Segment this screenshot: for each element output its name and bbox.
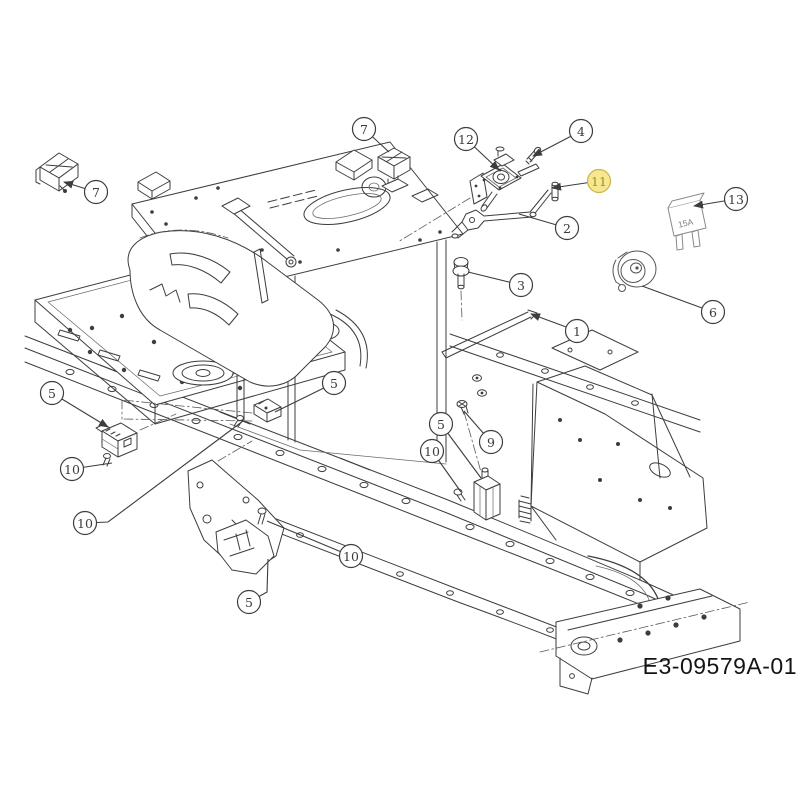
callout-circle-10[interactable] bbox=[59, 456, 85, 482]
part-control-rod[interactable] bbox=[451, 181, 559, 239]
part-knob[interactable] bbox=[612, 250, 657, 292]
callout-12[interactable]: 12 bbox=[453, 126, 500, 171]
callout-circle-11[interactable] bbox=[586, 168, 612, 194]
callout-7[interactable]: 7 bbox=[63, 179, 109, 205]
frame-rear-rail bbox=[449, 333, 701, 433]
callout-5[interactable]: 5 bbox=[39, 380, 109, 428]
callout-13[interactable]: 13 bbox=[693, 186, 749, 212]
assembly-axis-lines bbox=[121, 197, 751, 653]
callout-number-2: 2 bbox=[563, 221, 571, 236]
callout-number-9: 9 bbox=[487, 435, 495, 450]
frame-steering-bracket bbox=[127, 229, 334, 387]
callout-1[interactable]: 1 bbox=[530, 313, 590, 344]
callout-10[interactable]: 10 bbox=[266, 520, 364, 569]
part-switch-top[interactable] bbox=[377, 147, 411, 193]
callout-2[interactable]: 2 bbox=[518, 213, 580, 241]
callout-10[interactable]: 10 bbox=[72, 420, 244, 536]
callout-number-12: 12 bbox=[458, 132, 474, 147]
callout-number-4: 4 bbox=[577, 124, 585, 139]
callout-5[interactable]: 5 bbox=[428, 411, 482, 479]
callout-number-10: 10 bbox=[64, 462, 80, 477]
callout-circle-10[interactable] bbox=[419, 438, 445, 464]
frame-right-structure bbox=[530, 329, 708, 645]
callout-circle-10[interactable] bbox=[338, 543, 364, 569]
callout-number-5: 5 bbox=[330, 376, 338, 391]
part-fuse[interactable]: 15A bbox=[667, 192, 707, 251]
callout-circle-6[interactable] bbox=[700, 299, 726, 325]
callout-circle-10[interactable] bbox=[72, 510, 98, 536]
callout-number-10: 10 bbox=[77, 516, 93, 531]
callout-number-5: 5 bbox=[245, 595, 253, 610]
callout-number-11: 11 bbox=[591, 174, 607, 189]
callout-10[interactable]: 10 bbox=[419, 438, 462, 493]
drawing-number: E3-09579A-01 bbox=[643, 653, 797, 679]
callout-circle-3[interactable] bbox=[508, 272, 534, 298]
callout-circle-5[interactable] bbox=[428, 411, 454, 437]
callout-5[interactable]: 5 bbox=[274, 370, 347, 413]
callout-circle-5[interactable] bbox=[39, 380, 65, 406]
part-bolt-10b[interactable] bbox=[233, 415, 244, 428]
callout-number-6: 6 bbox=[709, 305, 717, 320]
callout-circle-7[interactable] bbox=[83, 179, 109, 205]
callout-circle-5[interactable] bbox=[321, 370, 347, 396]
callout-7[interactable]: 7 bbox=[351, 116, 390, 153]
frame-crossmember bbox=[555, 588, 741, 695]
part-latch[interactable] bbox=[253, 398, 282, 423]
callout-number-10: 10 bbox=[343, 549, 359, 564]
callout-number-7: 7 bbox=[360, 122, 368, 137]
callout-layer: 7 7 12 4 11 2 13 3 6 1 5 5 5 9 10 10 10 10 5 bbox=[39, 116, 749, 615]
callout-number-7: 7 bbox=[92, 185, 100, 200]
part-switch-module-left[interactable] bbox=[95, 422, 138, 458]
callout-circle-13[interactable] bbox=[723, 186, 749, 212]
callout-number-3: 3 bbox=[517, 278, 525, 293]
callout-number-1: 1 bbox=[573, 324, 581, 339]
callout-circle-7[interactable] bbox=[351, 116, 377, 142]
callout-circle-2[interactable] bbox=[554, 215, 580, 241]
callout-circle-1[interactable] bbox=[564, 318, 590, 344]
part-spring bbox=[518, 495, 532, 524]
callout-5[interactable]: 5 bbox=[236, 558, 269, 615]
part-bottom-bracket[interactable] bbox=[187, 459, 285, 575]
part-screw-9[interactable] bbox=[456, 400, 469, 415]
callout-4[interactable]: 4 bbox=[532, 118, 594, 157]
callout-9[interactable]: 9 bbox=[463, 410, 504, 455]
callout-circle-4[interactable] bbox=[568, 118, 594, 144]
callout-circle-12[interactable] bbox=[453, 126, 479, 152]
callout-circle-5[interactable] bbox=[236, 589, 262, 615]
frame-artwork: 15A bbox=[24, 141, 751, 695]
part-relay[interactable] bbox=[473, 467, 501, 521]
callout-10[interactable]: 10 bbox=[59, 456, 113, 482]
part-switch-left[interactable] bbox=[35, 152, 79, 193]
callout-number-5: 5 bbox=[437, 417, 445, 432]
callout-number-5: 5 bbox=[48, 386, 56, 401]
part-flange-bolts bbox=[472, 374, 487, 397]
callout-circle-9[interactable] bbox=[478, 429, 504, 455]
callout-number-13: 13 bbox=[728, 192, 744, 207]
callout-11[interactable]: 11 bbox=[551, 168, 612, 194]
frame-main-rail bbox=[24, 335, 701, 632]
part-bolt-3[interactable] bbox=[452, 257, 470, 290]
callout-number-10: 10 bbox=[424, 444, 440, 459]
callout-3[interactable]: 3 bbox=[467, 271, 534, 298]
callout-6[interactable]: 6 bbox=[641, 285, 726, 325]
fuse-rating-label: 15A bbox=[677, 216, 694, 229]
part-support-bar[interactable] bbox=[441, 309, 538, 359]
